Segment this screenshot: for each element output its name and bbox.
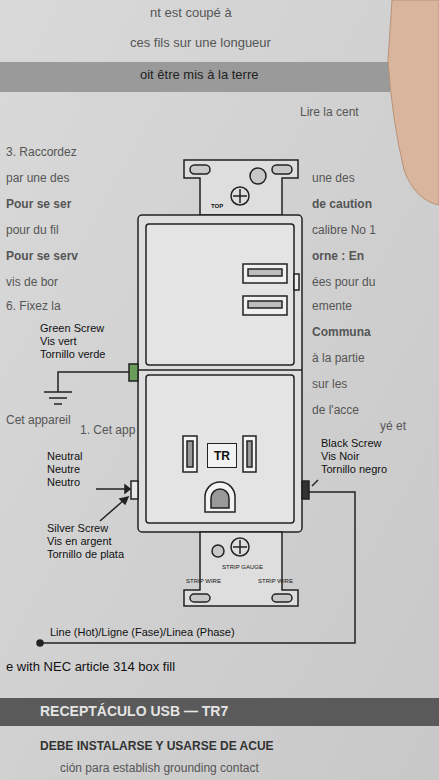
sheet-text: nt est coupé à <box>150 6 232 21</box>
sheet-text: par une des <box>6 172 69 186</box>
sheet-text: 6. Fixez la <box>6 300 61 314</box>
receptacle <box>129 160 309 606</box>
sheet-text: Lire la cent <box>300 106 359 120</box>
sheet-text: Cet appareil <box>6 414 71 428</box>
neutral-slot <box>187 441 193 467</box>
ground-hole <box>205 482 235 512</box>
leader-line <box>96 488 125 490</box>
strap-slot <box>190 594 210 602</box>
sheet-text: Pour se serv <box>6 250 78 264</box>
label-box: TR <box>207 443 237 468</box>
callout-label: Green Screw <box>40 322 104 335</box>
strap-slot <box>272 165 292 174</box>
strap-hole <box>250 168 266 184</box>
hot-slot <box>247 441 252 467</box>
sheet-text: 3. Raccordez <box>6 146 77 160</box>
hot-wire <box>42 492 355 643</box>
ground-wire <box>58 372 129 392</box>
print-band <box>0 62 390 92</box>
usb-face <box>146 224 294 365</box>
sheet-text: orne : En <box>312 250 364 264</box>
leader-line <box>100 500 124 521</box>
callout-label: Vis en argent <box>47 535 112 548</box>
strap-slot <box>190 165 210 174</box>
arrowhead <box>120 497 128 504</box>
green-screw <box>129 364 138 381</box>
sheet-text: emente <box>312 300 352 314</box>
callout-label: Silver Screw <box>47 522 108 535</box>
part-mark: STRIP GAUGE <box>222 564 263 571</box>
wire-end <box>37 640 43 646</box>
part-mark: STRIP WIRE <box>258 578 293 585</box>
hot-slot <box>243 436 256 472</box>
callout-label: Vis Noir <box>321 450 359 463</box>
print-band <box>0 698 439 726</box>
mounting-screw <box>231 538 249 556</box>
wire-label: Line (Hot)/Ligne (Fase)/Linea (Phase) <box>50 626 235 639</box>
receptacle-body <box>138 215 302 532</box>
sheet-text: Pour se ser <box>6 198 71 212</box>
sheet-text: de l'acce <box>312 404 359 418</box>
sheet-text: calibre No 1 <box>312 224 376 238</box>
sheet-text: de caution <box>312 198 372 212</box>
indicator-light <box>294 274 299 290</box>
outlet-face <box>146 375 294 523</box>
mounting-strap <box>184 532 298 606</box>
silver-screw <box>131 481 138 499</box>
usb-port <box>243 264 287 283</box>
arrowhead <box>125 485 130 493</box>
callout-label: Tornillo negro <box>321 463 387 476</box>
sheet-text: pour du fil <box>6 224 59 238</box>
mounting-strap <box>184 160 298 215</box>
sheet-text: e with NEC article 314 box fill <box>6 660 175 675</box>
strap-slot <box>272 594 292 602</box>
callout-label: Black Screw <box>321 437 382 450</box>
sheet-text: une des <box>312 172 355 186</box>
box-text: TR <box>214 449 230 463</box>
ground-symbol <box>44 392 72 404</box>
leader-line <box>312 480 318 486</box>
sheet-text: ción para establish grounding contact <box>60 762 259 776</box>
strap-hole <box>212 545 224 557</box>
sheet-text: yé et <box>380 420 406 434</box>
black-screw <box>302 481 309 499</box>
callout-label: Neutre <box>47 463 80 476</box>
callout-label: Tornillo de plata <box>47 548 124 561</box>
divider <box>138 369 302 371</box>
screw-slot <box>233 540 247 554</box>
sheet-text: Communa <box>312 326 371 340</box>
sheet-text: DEBE INSTALARSE Y USARSE DE ACUE <box>40 740 274 754</box>
sheet-text: ées pour du <box>312 276 375 290</box>
sheet-text: à la partie <box>312 352 365 366</box>
ground-hole <box>211 489 229 508</box>
callout-label: Neutral <box>47 450 82 463</box>
usb-port <box>248 301 282 308</box>
callout-label: Vis vert <box>40 335 76 348</box>
sheet-heading: RECEPTÁCULO USB — TR7 <box>40 703 228 719</box>
usb-port <box>243 296 287 315</box>
mounting-screw <box>231 187 249 205</box>
wiring <box>37 372 355 646</box>
thumb <box>388 0 439 205</box>
sheet-text: oit être mis à la terre <box>140 68 259 83</box>
screw-slot <box>233 189 247 203</box>
sheet-text: vis de bor <box>6 276 58 290</box>
callout-label: Tornillo verde <box>40 348 105 361</box>
sheet-text: ces fils sur une longueur <box>130 36 271 51</box>
callout-label: Neutro <box>47 476 80 489</box>
sheet-text: 1. Cet app <box>80 424 135 438</box>
neutral-slot <box>183 436 197 472</box>
part-mark: STRIP WIRE <box>186 578 221 585</box>
sheet-text: sur les <box>312 378 347 392</box>
part-mark: TOP <box>211 203 223 210</box>
usb-port <box>248 269 282 276</box>
